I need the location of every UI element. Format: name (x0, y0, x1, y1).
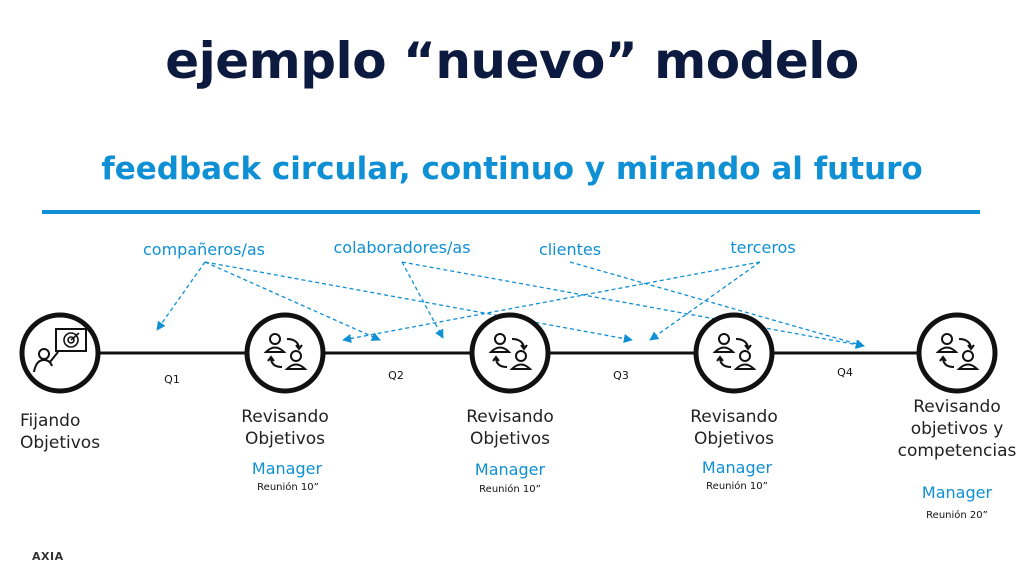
meeting-duration: Reunión 10” (257, 482, 319, 493)
divider (42, 210, 980, 214)
quarter-label: Q3 (613, 369, 629, 382)
feedback-arrows (156, 261, 865, 350)
source-label: compañeros/as (143, 240, 265, 259)
stage-label: Revisando Objetivos (241, 407, 329, 449)
quarter-label: Q1 (164, 373, 180, 386)
page-title: ejemplo “nuevo” modelo (165, 32, 859, 90)
stage-node-5 (916, 312, 998, 394)
stage-node-3 (469, 312, 551, 394)
source-label: colaboradores/as (333, 238, 471, 257)
meeting-duration: Reunión 10” (706, 481, 768, 492)
stage-node-2 (244, 312, 326, 394)
role-label: Manager (701, 458, 773, 477)
quarter-label: Q4 (837, 366, 853, 379)
page-subtitle: feedback circular, continuo y mirando al… (101, 151, 923, 187)
goal-setting-icon (33, 328, 87, 373)
source-label: terceros (730, 238, 796, 257)
meeting-duration: Reunión 20” (926, 510, 988, 521)
role-label: Manager (251, 459, 323, 478)
stage-label: Revisando Objetivos (466, 407, 554, 449)
role-label: Manager (474, 460, 546, 479)
source-label: clientes (538, 240, 602, 259)
stage-label: Fijando Objetivos (20, 411, 101, 453)
role-label: Manager (921, 483, 993, 502)
stage-label: Revisando objetivos y competencias (897, 397, 1017, 461)
stage-node-4 (693, 312, 775, 394)
stage-label: Revisando Objetivos (690, 407, 778, 449)
quarter-label: Q2 (388, 369, 404, 382)
stage-node-1 (19, 312, 101, 394)
brand-logo: AXIA (32, 550, 64, 563)
meeting-duration: Reunión 10” (479, 484, 541, 495)
